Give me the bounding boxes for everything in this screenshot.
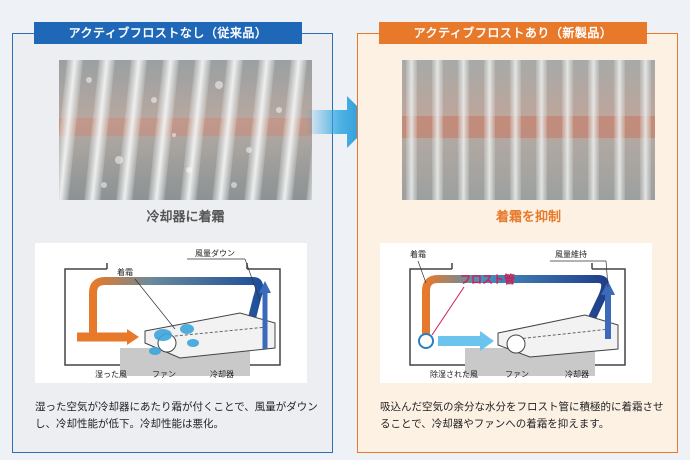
label-fan: ファン	[152, 370, 176, 379]
panel-title-without: アクティブフロストなし（従来品）	[34, 22, 302, 44]
frosted-cooler-photo	[59, 60, 312, 200]
airflow-diagram-with: 着霜 風量維持 フロスト管 除湿された風 ファン 冷却器	[380, 243, 652, 383]
right-arrow-icon	[305, 96, 373, 148]
label-airflow-keep: 風量維持	[555, 249, 587, 259]
panel-title-with: アクティブフロストあり（新製品）	[379, 22, 647, 44]
label-frost-tube: フロスト管	[460, 272, 515, 286]
label-airflow-down: 風量ダウン	[195, 248, 235, 258]
description-with: 吸込んだ空気の余分な水分をフロスト管に積極的に着霜させることで、冷却器やファンへ…	[380, 401, 664, 430]
label-frost: 着霜	[117, 267, 133, 277]
caption-frost-on-cooler: 冷却器に着霜	[146, 210, 225, 225]
description-without: 湿った空気が冷却器にあたり霜が付くことで、風量がダウンし、冷却性能が低下。冷却性…	[35, 401, 318, 430]
label-cooler: 冷却器	[210, 369, 234, 379]
frost-suppressed-cooler-photo	[402, 60, 655, 200]
label-fan: ファン	[505, 370, 529, 379]
airflow-diagram-without: 風量ダウン 着霜 湿った風 ファン 冷却器	[35, 243, 307, 383]
label-dehumidified-air: 除湿された風	[430, 369, 478, 379]
label-humid-air: 湿った風	[95, 370, 127, 379]
caption-frost-suppressed: 着霜を抑制	[495, 210, 561, 225]
label-frost: 着霜	[410, 249, 426, 259]
label-cooler: 冷却器	[565, 369, 589, 379]
